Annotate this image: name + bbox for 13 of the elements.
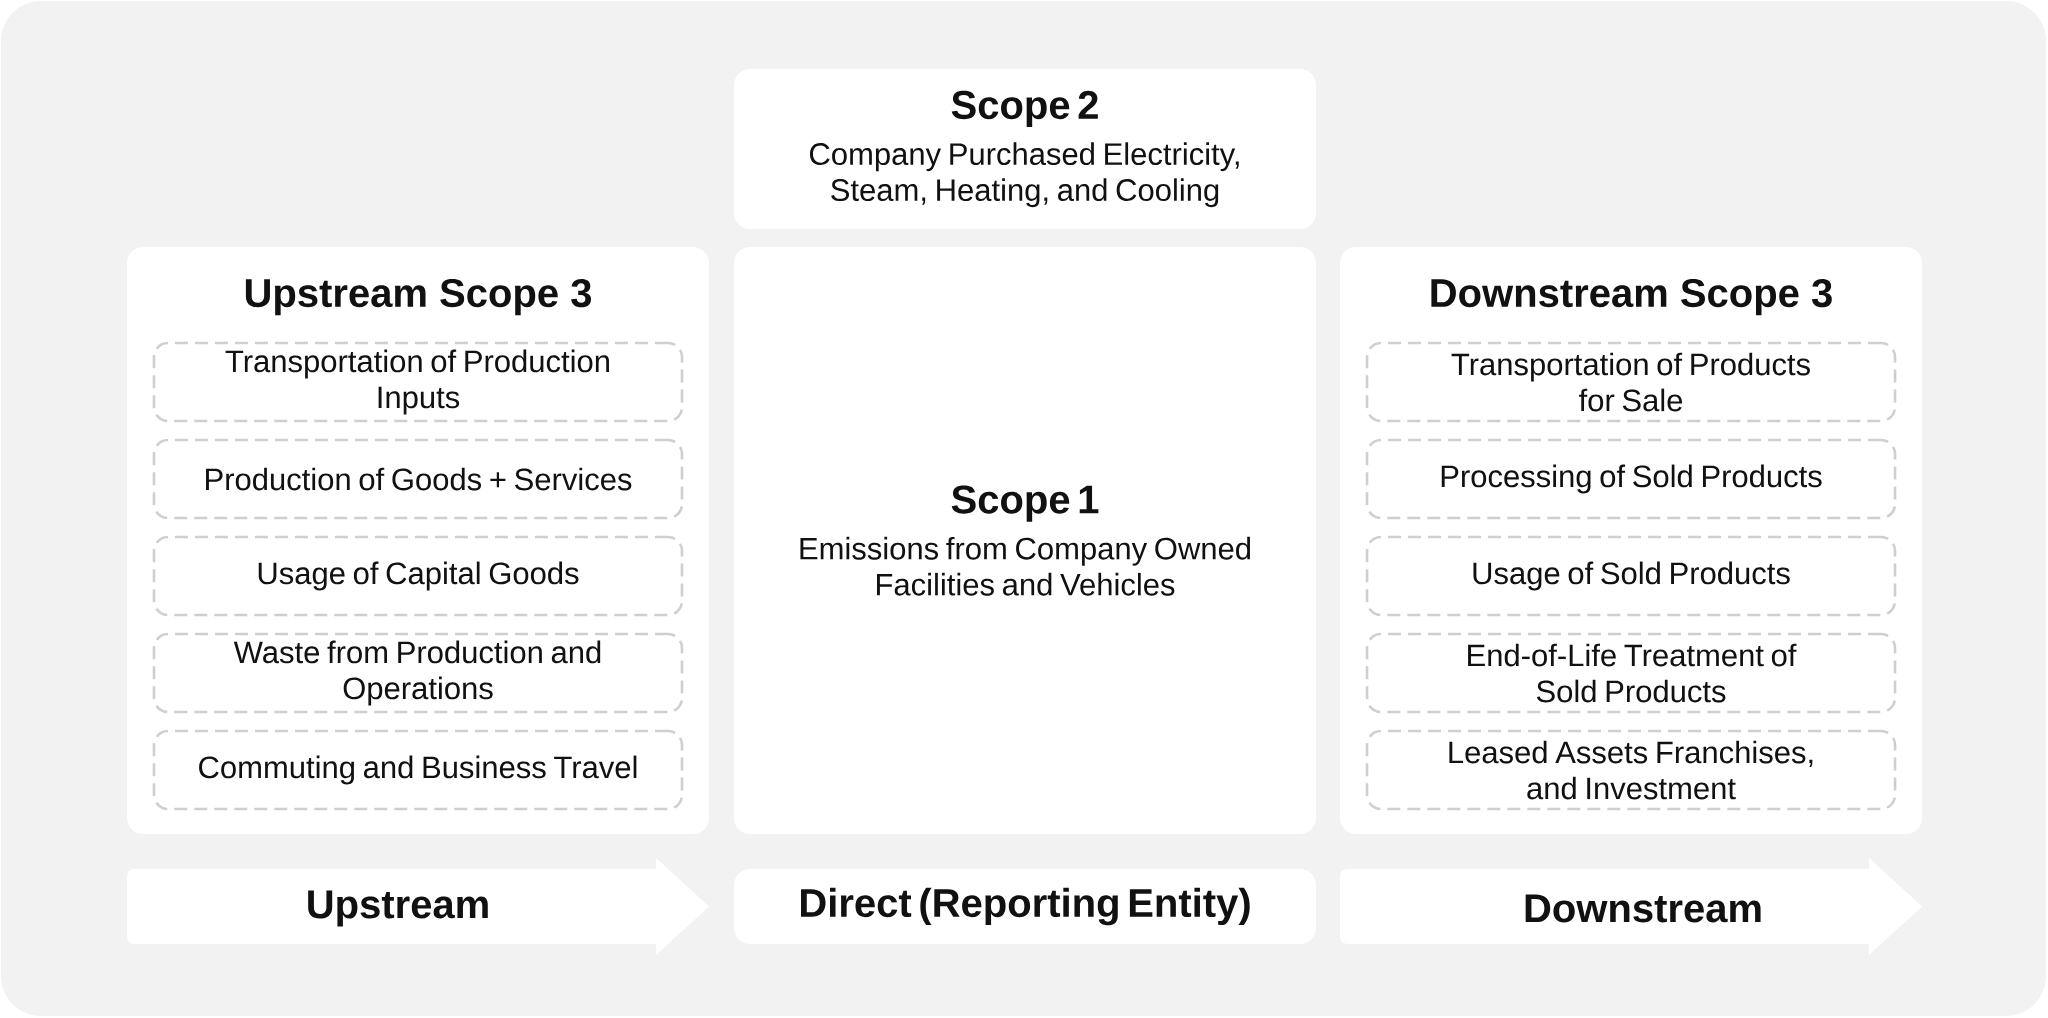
dashed-item-box: Usage of Sold Products	[1365, 535, 1897, 617]
dashed-item-box: Commuting and Business Travel	[152, 729, 684, 811]
scope-box: Scope 2 Company Purchased Electricity, Steam, Heating, and Cooling	[734, 69, 1316, 229]
dashed-item-box: Leased Assets Franchises, and Investment	[1365, 729, 1897, 811]
dashed-item-box: Transportation of Products for Sale	[1365, 341, 1897, 423]
dashed-item-box: Processing of Sold Products	[1365, 438, 1897, 520]
scope-box: Scope 1 Emissions from Company Owned Facilities and Vehicles	[734, 247, 1316, 834]
dashed-item-box: Transportation of Production Inputs	[152, 341, 684, 423]
dashed-item-box: End-of-Life Treatment of Sold Products	[1365, 632, 1897, 714]
dashed-item-box: Waste from Production and Operations	[152, 632, 684, 714]
dashed-item-box: Usage of Capital Goods	[152, 535, 684, 617]
label-box: Direct (Reporting Entity)	[734, 869, 1316, 944]
dashed-item-box: Production of Goods + Services	[152, 438, 684, 520]
